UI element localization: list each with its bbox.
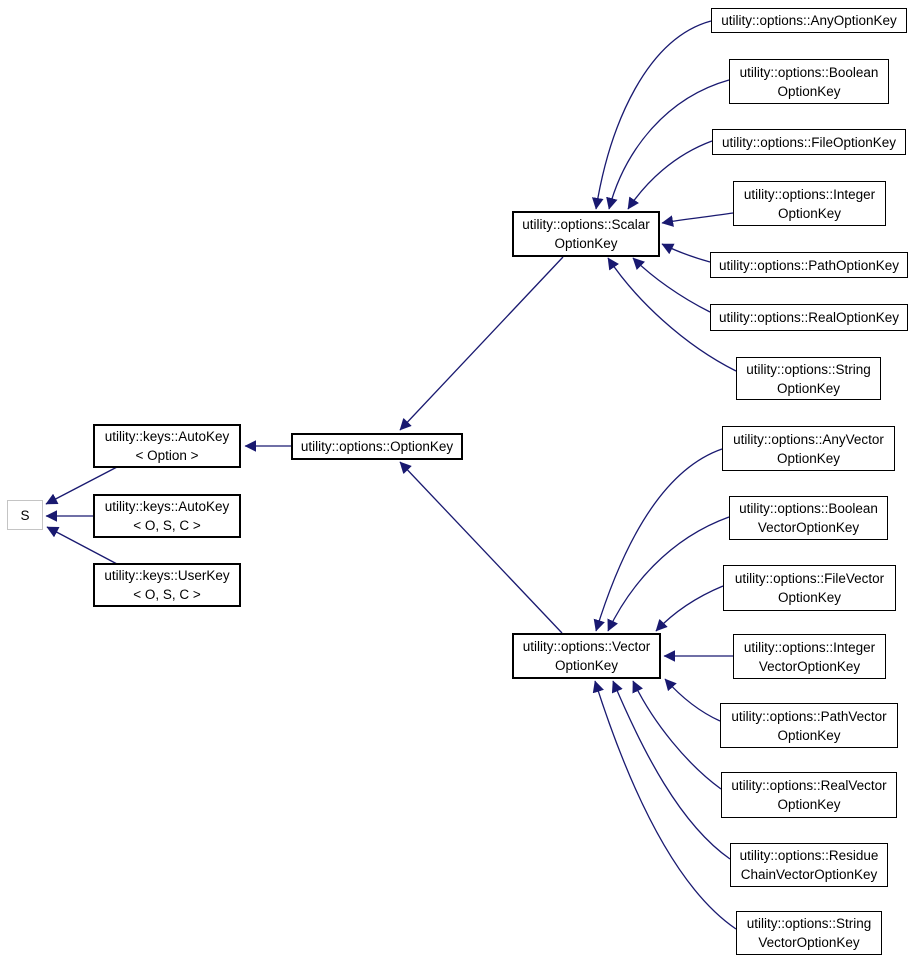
edge-residuechainvectoroptionkey-to-vector — [611, 680, 731, 860]
edge-pathoptionkey-to-scalar — [661, 243, 711, 263]
node-integeroptionkey[interactable]: utility::options::Integer OptionKey — [733, 181, 886, 226]
node-label: S — [20, 507, 30, 523]
node-label: OptionKey — [554, 236, 618, 251]
node-label: utility::options::AnyOptionKey — [721, 13, 897, 28]
node-label: utility::options::FileVector — [734, 571, 885, 586]
node-userkey-osc[interactable]: utility::keys::UserKey < O, S, C > — [93, 563, 241, 607]
node-realvectoroptionkey[interactable]: utility::options::RealVector OptionKey — [721, 772, 897, 818]
edge-anyvectoroptionkey-to-vector — [593, 448, 723, 632]
node-autokey-option[interactable]: utility::keys::AutoKey < Option > — [93, 424, 241, 468]
edge-booleanvectoroptionkey-to-vector — [607, 516, 730, 632]
node-booleanoptionkey[interactable]: utility::options::Boolean OptionKey — [729, 59, 889, 104]
node-anyoptionkey[interactable]: utility::options::AnyOptionKey — [711, 8, 907, 33]
node-label: utility::options::PathOptionKey — [718, 257, 900, 273]
node-label: < O, S, C > — [133, 587, 201, 602]
node-label: < Option > — [135, 448, 199, 463]
node-label: utility::options::AnyVector — [733, 431, 884, 447]
node-label: utility::options::Scalar — [522, 217, 650, 232]
node-filevectoroptionkey[interactable]: utility::options::FileVector OptionKey — [723, 565, 896, 611]
node-label: utility::options::FileOptionKey — [721, 134, 897, 150]
node-label: utility::options::Integer — [743, 639, 876, 655]
edge-integeroptionkey-to-scalar — [661, 212, 734, 227]
node-pathvectoroptionkey[interactable]: utility::options::PathVector OptionKey — [720, 703, 898, 748]
node-stringoptionkey[interactable]: utility::options::String OptionKey — [736, 357, 881, 400]
edge-stringoptionkey-to-scalar — [607, 257, 737, 372]
node-label: utility::options::RealVector — [731, 778, 887, 793]
node-label: OptionKey — [776, 380, 841, 396]
edge-userkey-osc-to-s — [46, 526, 118, 565]
node-label: VectorOptionKey — [758, 935, 860, 950]
edge-vector-to-optionkey — [399, 461, 563, 634]
node-residuechainvectoroptionkey[interactable]: utility::options::Residue ChainVectorOpt… — [730, 843, 888, 887]
edge-autokey-option-to-s — [45, 466, 118, 505]
node-stringvectoroptionkey[interactable]: utility::options::String VectorOptionKey — [736, 911, 882, 955]
node-optionkey[interactable]: utility::options::OptionKey — [291, 433, 463, 460]
node-label: utility::options::PathVector — [731, 708, 887, 724]
node-label: OptionKey — [776, 450, 841, 466]
node-autokey-osc[interactable]: utility::keys::AutoKey < O, S, C > — [93, 494, 241, 538]
node-label: OptionKey — [777, 797, 841, 812]
node-pathoptionkey[interactable]: utility::options::PathOptionKey — [710, 252, 908, 278]
node-scalar-optionkey[interactable]: utility::options::Scalar OptionKey — [512, 211, 660, 257]
node-label: utility::options::Integer — [743, 186, 876, 202]
node-label: OptionKey — [554, 658, 619, 673]
node-label: utility::keys::AutoKey — [104, 499, 230, 514]
node-label: utility::options::RealOptionKey — [718, 310, 900, 325]
edge-stringvectoroptionkey-to-vector — [592, 680, 737, 930]
node-label: < O, S, C > — [133, 518, 201, 533]
node-label: OptionKey — [777, 205, 842, 221]
node-integervectoroptionkey[interactable]: utility::options::Integer VectorOptionKe… — [733, 634, 886, 679]
node-vector-optionkey[interactable]: utility::options::Vector OptionKey — [512, 633, 661, 679]
node-label: VectorOptionKey — [758, 658, 861, 674]
edge-booleanoptionkey-to-scalar — [606, 79, 730, 210]
node-label: VectorOptionKey — [757, 520, 860, 535]
node-label: utility::options::String — [746, 916, 872, 931]
node-label: utility::options::Residue — [739, 848, 879, 863]
node-label: utility::options::String — [746, 361, 871, 377]
node-label: OptionKey — [777, 83, 841, 99]
node-label: utility::options::Vector — [522, 639, 651, 654]
edge-fileoptionkey-to-scalar — [627, 140, 713, 210]
edge-filevectoroptionkey-to-vector — [655, 585, 724, 632]
node-label: utility::options::OptionKey — [300, 439, 454, 454]
node-label: utility::keys::AutoKey — [104, 429, 230, 444]
node-label: utility::options::Boolean — [739, 501, 878, 516]
node-s: S — [7, 500, 43, 530]
node-label: OptionKey — [777, 727, 841, 743]
node-booleanvectoroptionkey[interactable]: utility::options::Boolean VectorOptionKe… — [729, 496, 888, 540]
node-realoptionkey[interactable]: utility::options::RealOptionKey — [710, 304, 908, 331]
edge-pathvectoroptionkey-to-vector — [664, 678, 721, 722]
node-label: OptionKey — [777, 590, 842, 605]
edge-realoptionkey-to-scalar — [632, 257, 711, 313]
edge-realvectoroptionkey-to-vector — [632, 680, 722, 790]
node-label: utility::keys::UserKey — [104, 568, 230, 583]
node-anyvectoroptionkey[interactable]: utility::options::AnyVector OptionKey — [722, 426, 895, 471]
node-label: ChainVectorOptionKey — [740, 867, 878, 882]
edge-anyoptionkey-to-scalar — [591, 20, 712, 210]
node-label: utility::options::Boolean — [739, 64, 879, 80]
node-fileoptionkey[interactable]: utility::options::FileOptionKey — [712, 129, 906, 155]
edge-scalar-to-optionkey — [399, 256, 564, 431]
